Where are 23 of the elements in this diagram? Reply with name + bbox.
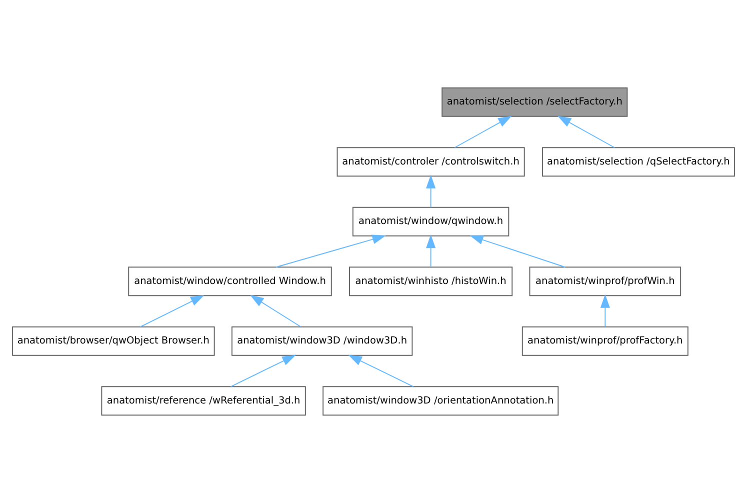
arrow (454, 115, 512, 148)
node-box: anatomist/selection /selectFactory.h (442, 86, 628, 116)
arrow (250, 294, 302, 327)
node-box: anatomist/reference /wReferential_3d.h (101, 386, 306, 416)
node-box: anatomist/window/controlled Window.h (128, 266, 332, 296)
arrow (470, 234, 566, 268)
node-box: anatomist/winprof/profWin.h (529, 266, 682, 296)
arrow (348, 354, 414, 387)
arrow (140, 294, 204, 327)
node-box: anatomist/window3D /window3D.h (231, 326, 413, 356)
node-box: anatomist/window/qwindow.h (352, 206, 510, 236)
node-box: anatomist/winhisto /histoWin.h (349, 266, 513, 296)
node-box: anatomist/window3D /orientationAnnotation.h (322, 386, 559, 416)
node-box: anatomist/selection /qSelectFactory.h (542, 146, 735, 176)
arrow (600, 294, 610, 327)
node-box: anatomist/controler /controlswitch.h (336, 146, 525, 176)
arrow (426, 174, 436, 208)
arrow (557, 115, 616, 148)
node-box: anatomist/browser/qwObject Browser.h (12, 326, 215, 356)
node-box: anatomist/winprof/profFactory.h (522, 326, 688, 356)
arrow (276, 234, 386, 268)
arrow (426, 234, 436, 267)
arrow (230, 354, 296, 387)
